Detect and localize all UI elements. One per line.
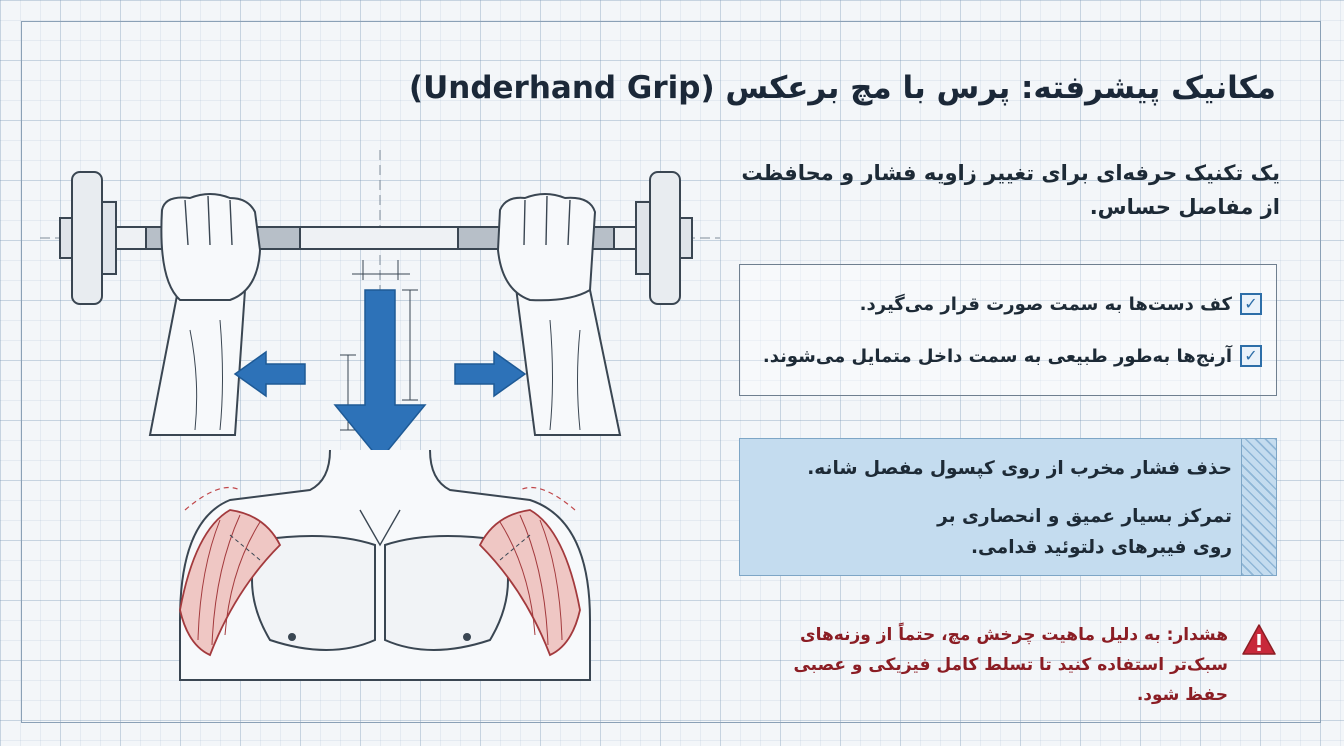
benefit-panel: حذف فشار مخرب از روی کپسول مفصل شانه. تم…: [739, 438, 1277, 576]
checkbox-checked-icon: ✓: [1240, 293, 1262, 315]
blueprint-frame: [21, 21, 1321, 723]
left-arrow-icon: [233, 350, 306, 398]
checklist-item: ✓ آرنج‌ها به‌طور طبیعی به سمت داخل متمای…: [763, 345, 1262, 367]
warning-text: هشدار: به دلیل ماهیت چرخش مچ، حتماً از و…: [793, 625, 1228, 705]
checklist-panel: ✓ کف دست‌ها به سمت صورت قرار می‌گیرد. ✓ …: [739, 264, 1277, 396]
left-deltoid-guide: [184, 486, 241, 511]
warning-triangle-icon: [1242, 624, 1276, 655]
checklist-item: ✓ کف دست‌ها به سمت صورت قرار می‌گیرد.: [860, 293, 1262, 315]
checklist-item-label: کف دست‌ها به سمت صورت قرار می‌گیرد.: [859, 293, 1232, 315]
checkbox-checked-icon: ✓: [1240, 345, 1262, 367]
left-forearm: [148, 278, 247, 436]
benefit-item: تمرکز بسیار عمیق و انحصاری بر روی فیبرها…: [937, 506, 1232, 558]
checklist-item-label: آرنج‌ها به‌طور طبیعی به سمت داخل متمایل …: [762, 345, 1232, 367]
barbell-illustration: [40, 150, 720, 681]
right-fist: [496, 193, 597, 302]
torso: [179, 449, 591, 681]
subtitle: یک تکنیک حرفه‌ای برای تغییر زاویه فشار و…: [741, 161, 1280, 219]
left-deltoid: [179, 509, 282, 657]
right-forearm: [513, 278, 622, 436]
down-arrow-icon: [333, 289, 427, 462]
right-deltoid: [478, 509, 581, 657]
right-deltoid-guide: [519, 486, 576, 511]
hatch-strip: [1241, 439, 1276, 575]
left-fist: [160, 193, 262, 301]
right-arrow-icon: [454, 350, 527, 398]
page-title: مکانیک پیشرفته: پرس با مچ برعکس (Underha…: [408, 70, 1276, 106]
barbell: [59, 171, 693, 305]
benefit-item: حذف فشار مخرب از روی کپسول مفصل شانه.: [807, 458, 1232, 479]
